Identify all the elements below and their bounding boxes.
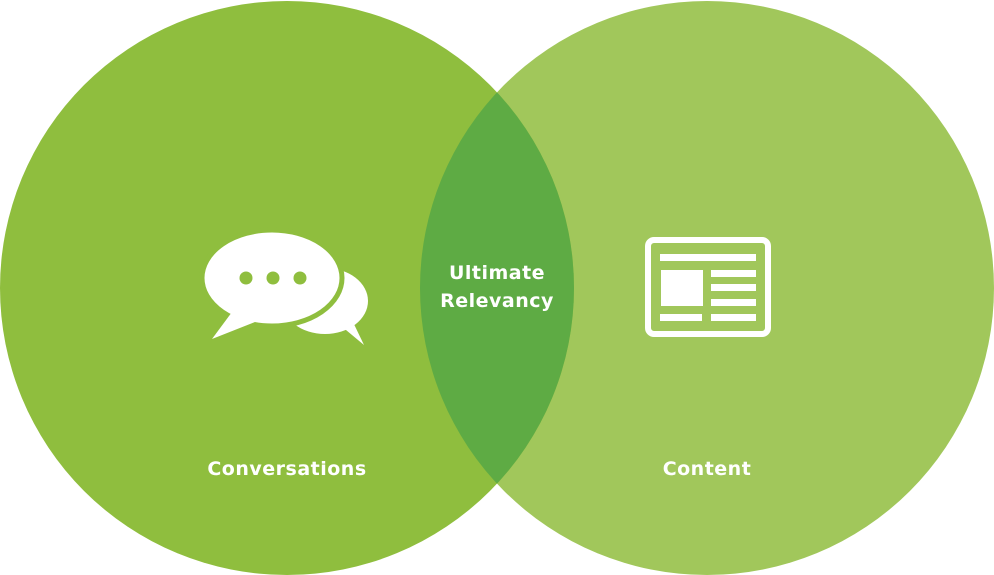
overlap-label-line2: Relevancy — [440, 290, 554, 312]
content-circle — [420, 1, 994, 575]
document-icon — [645, 237, 771, 337]
speech-bubbles-icon — [199, 227, 368, 345]
conversations-label: Conversations — [207, 458, 366, 480]
overlap-label-line1: Ultimate — [449, 262, 545, 284]
content-label: Content — [663, 458, 752, 480]
